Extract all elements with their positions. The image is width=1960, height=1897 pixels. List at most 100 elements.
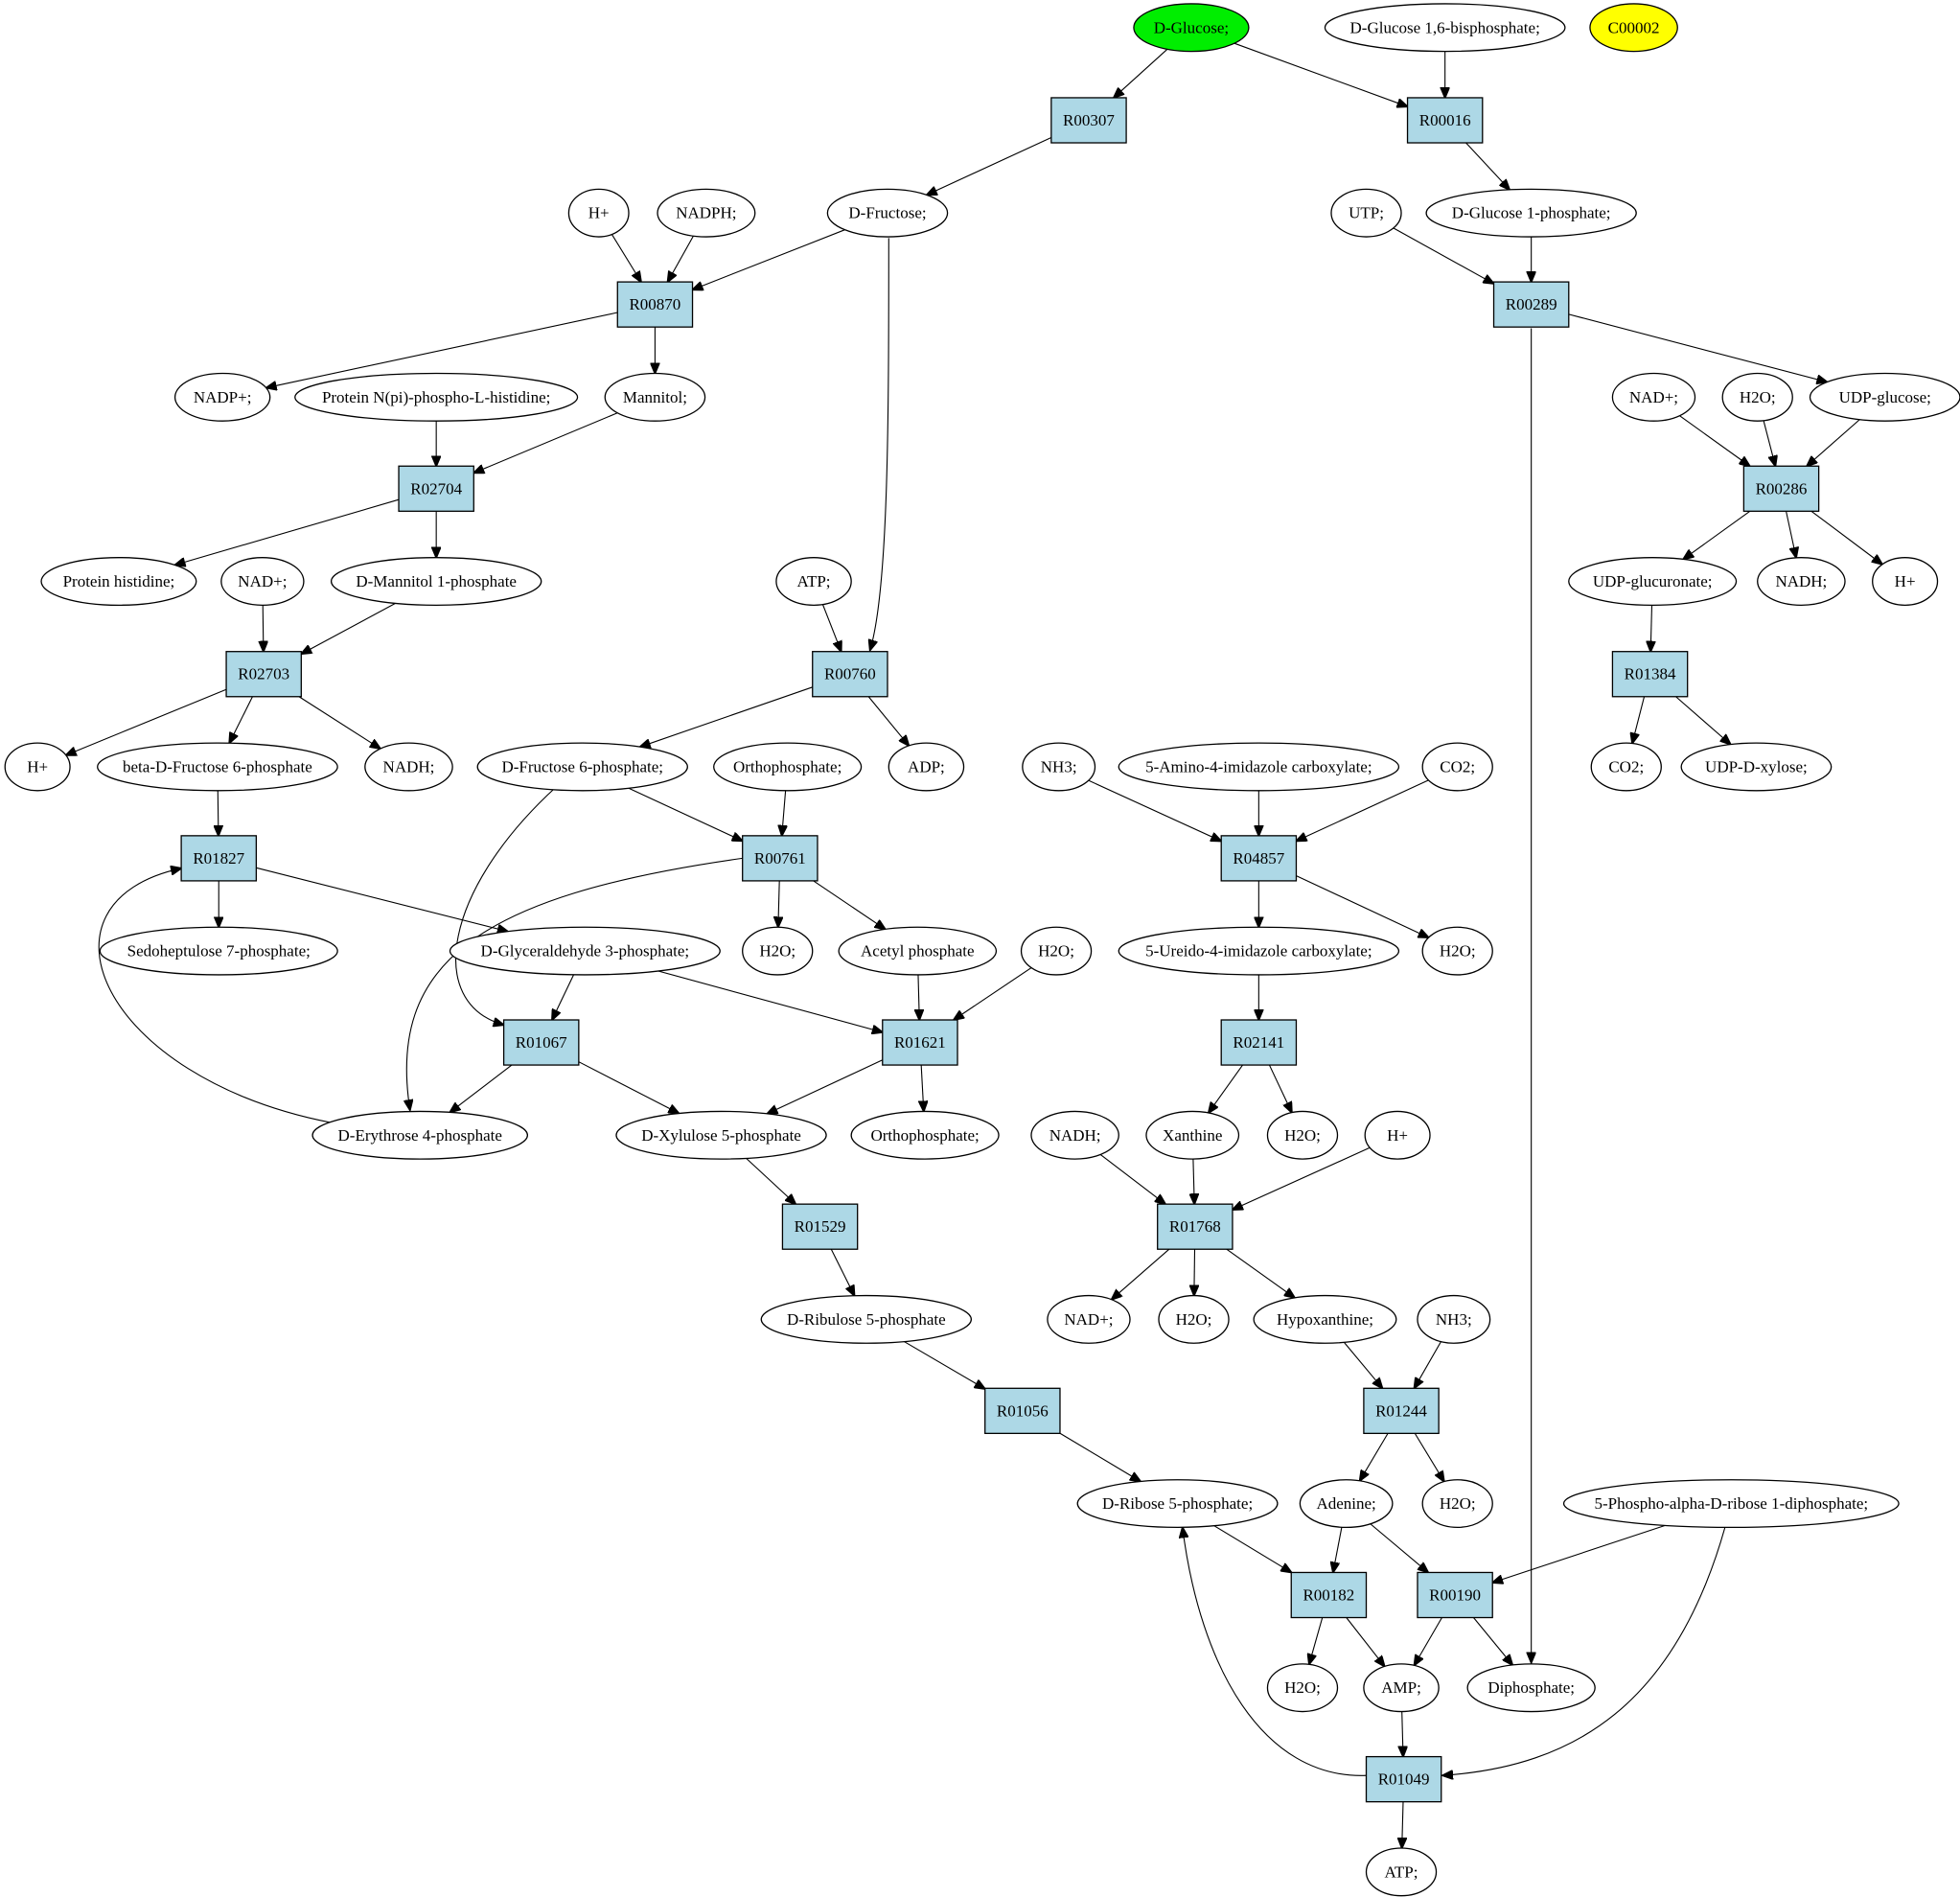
reaction-box [1742,465,1820,512]
compound-node-c-hplus-2[interactable]: H+ [1872,557,1939,606]
reaction-node-r-R01067[interactable]: R01067 [502,1019,580,1066]
reaction-box [1492,281,1570,328]
compound-node-c-h2o-6[interactable]: H2O; [1158,1294,1230,1344]
reaction-node-r-R02703[interactable]: R02703 [225,651,302,698]
compound-node-c-nh3-2[interactable]: NH3; [1417,1294,1491,1344]
compound-node-c-hypox[interactable]: Hypoxanthine; [1253,1294,1397,1344]
compound-node-c-udpglcur[interactable]: UDP-glucuronate; [1568,557,1738,606]
reaction-node-r-R01768[interactable]: R01768 [1157,1203,1234,1250]
compound-node-c-nadh-3[interactable]: NADH; [1030,1110,1119,1160]
compound-node-c-ribu5p[interactable]: D-Ribulose 5-phosphate [760,1294,973,1344]
compound-label: NH3; [1041,757,1077,775]
compound-node-c-prpp[interactable]: 5-Phospho-alpha-D-ribose 1-diphosphate; [1562,1479,1900,1529]
compound-node-c-h2o-3[interactable]: H2O; [1020,926,1093,976]
compound-node-c-nadplus-3[interactable]: NAD+; [1047,1294,1131,1344]
compound-ellipse [1562,1479,1900,1529]
reaction-label: R01049 [1378,1770,1430,1789]
compound-node-c-dfru6p[interactable]: D-Fructose 6-phosphate; [476,742,688,792]
compound-node-c-nadplus-1[interactable]: NAD+; [1611,372,1696,422]
compound-node-c-h2o-4[interactable]: H2O; [1421,926,1493,976]
compound-node-c-dglucose[interactable]: D-Glucose; [1133,3,1250,53]
reaction-label: R01621 [894,1033,946,1052]
reaction-node-r-R00016[interactable]: R00016 [1406,97,1484,144]
compound-node-c-adenine[interactable]: Adenine; [1299,1479,1394,1529]
compound-node-c-mannitol[interactable]: Mannitol; [604,372,706,422]
compound-node-c-glc16bp[interactable]: D-Glucose 1,6-bisphosphate; [1324,3,1566,53]
reaction-node-r-R04857[interactable]: R04857 [1220,835,1298,882]
compound-node-c-acp[interactable]: Acetyl phosphate [838,926,998,976]
compound-node-c-uicarbox[interactable]: 5-Ureido-4-imidazole carboxylate; [1118,926,1400,976]
reaction-node-r-R01384[interactable]: R01384 [1611,651,1689,698]
compound-node-c-atp-1[interactable]: ATP; [775,557,852,606]
reaction-node-r-R00307[interactable]: R00307 [1050,97,1127,144]
compound-node-c-nadplus-2[interactable]: NAD+; [220,557,305,606]
compound-node-c-prothis[interactable]: Protein histidine; [40,557,197,606]
reaction-node-r-R01049[interactable]: R01049 [1365,1755,1442,1803]
compound-node-c-nadph[interactable]: NADPH; [657,188,756,238]
compound-label: D-Mannitol 1-phosphate [356,572,517,590]
compound-node-c-g3p[interactable]: D-Glyceraldehyde 3-phosphate; [449,926,721,976]
reaction-node-r-R02704[interactable]: R02704 [398,465,474,512]
compound-node-c-udpxyl[interactable]: UDP-D-xylose; [1680,742,1833,792]
compound-node-c-dfructose[interactable]: D-Fructose; [826,188,949,238]
reaction-label: R01067 [516,1033,567,1052]
compound-node-c-h2o-7[interactable]: H2O; [1421,1479,1493,1529]
compound-node-c-hplus-4[interactable]: H+ [1364,1110,1431,1160]
compound-node-c-ery4p[interactable]: D-Erythrose 4-phosphate [311,1110,529,1160]
compound-label: Sedoheptulose 7-phosphate; [127,942,311,960]
compound-node-c-aicarbox[interactable]: 5-Amino-4-imidazole carboxylate; [1118,742,1400,792]
compound-node-c-utp[interactable]: UTP; [1330,188,1402,238]
compound-label: NH3; [1436,1310,1472,1329]
compound-label: D-Fructose 6-phosphate; [501,757,663,775]
compound-node-c-ortho-1[interactable]: Orthophosphate; [713,742,863,792]
compound-node-c-protnpi[interactable]: Protein N(pi)-phospho-L-histidine; [294,372,579,422]
reaction-node-r-R00761[interactable]: R00761 [742,835,819,882]
compound-node-c-xyl5p[interactable]: D-Xylulose 5-phosphate [615,1110,827,1160]
compound-node-c-ortho-2[interactable]: Orthophosphate; [850,1110,1000,1160]
compound-node-c-diphos[interactable]: Diphosphate; [1466,1663,1596,1713]
reaction-node-r-R01827[interactable]: R01827 [180,835,258,882]
reaction-node-r-R01056[interactable]: R01056 [984,1387,1061,1435]
compound-node-c-glc1p[interactable]: D-Glucose 1-phosphate; [1425,188,1637,238]
compound-node-c-nadh-1[interactable]: NADH; [1757,557,1846,606]
compound-node-c-nadh-2[interactable]: NADH; [364,742,453,792]
compound-node-c-co2-1[interactable]: CO2; [1421,742,1493,792]
edge-c-nadh-3-to-r-R01768 [1099,1154,1165,1204]
edge-r-R00182-to-c-amp [1346,1617,1385,1667]
compound-node-c-nadpplus[interactable]: NADP+; [173,372,271,422]
compound-node-c-hplus-1[interactable]: H+ [567,188,630,238]
reaction-node-r-R01621[interactable]: R01621 [882,1019,958,1066]
compound-node-c-amp[interactable]: AMP; [1363,1663,1440,1713]
reaction-node-r-R00289[interactable]: R00289 [1492,281,1570,328]
compound-node-c-xanthine[interactable]: Xanthine [1145,1110,1240,1160]
compound-node-c-h2o-5[interactable]: H2O; [1266,1110,1339,1160]
compound-node-c-h2o-8[interactable]: H2O; [1266,1663,1339,1713]
reaction-node-r-R01244[interactable]: R01244 [1363,1387,1440,1435]
edge-r-R01049-to-c-atp-2 [1402,1801,1403,1848]
compound-node-c-bfru6p[interactable]: beta-D-Fructose 6-phosphate [97,742,338,792]
reaction-node-r-R02141[interactable]: R02141 [1220,1019,1298,1066]
reaction-node-r-R00870[interactable]: R00870 [616,281,694,328]
compound-ellipse [97,742,338,792]
compound-node-c-nh3-1[interactable]: NH3; [1022,742,1096,792]
compound-ellipse [476,742,688,792]
compound-node-c-udpglucose[interactable]: UDP-glucose; [1809,372,1960,422]
compound-node-c-h2o-2[interactable]: H2O; [742,926,814,976]
reaction-node-r-R01529[interactable]: R01529 [781,1203,859,1250]
reaction-node-r-R00760[interactable]: R00760 [812,651,888,698]
compound-node-c-co2-2[interactable]: CO2; [1590,742,1662,792]
compound-node-c-mannitol1p[interactable]: D-Mannitol 1-phosphate [330,557,542,606]
reaction-node-r-R00182[interactable]: R00182 [1290,1571,1368,1619]
compound-node-c-sed7p[interactable]: Sedoheptulose 7-phosphate; [99,926,338,976]
nodes-layer: D-Glucose; D-Glucose 1,6-bisphosphate; C00… [4,3,1960,1897]
compound-node-c-hplus-3[interactable]: H+ [4,742,71,792]
compound-node-c-adp[interactable]: ADP; [888,742,965,792]
compound-node-c-h2o-1[interactable]: H2O; [1721,372,1793,422]
compound-node-c-atp-2[interactable]: ATP; [1365,1847,1438,1897]
compound-label: H2O; [1176,1310,1212,1329]
compound-ellipse [1872,557,1939,606]
reaction-node-r-R00286[interactable]: R00286 [1742,465,1820,512]
compound-node-c-rib5p[interactable]: D-Ribose 5-phosphate; [1076,1479,1279,1529]
compound-node-c-c00002[interactable]: C00002 [1589,3,1678,53]
reaction-node-r-R00190[interactable]: R00190 [1417,1571,1493,1619]
